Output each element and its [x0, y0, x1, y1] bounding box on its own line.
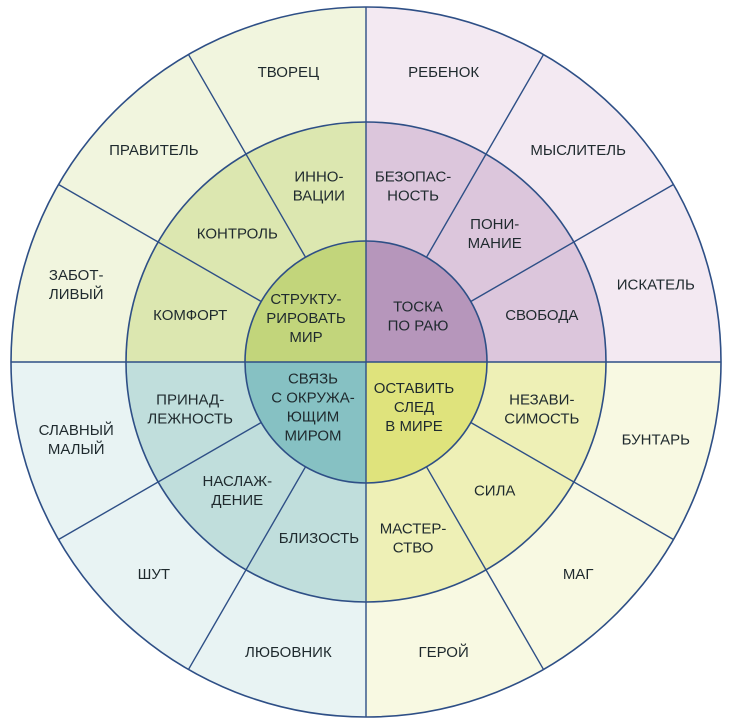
outer-label-top-left-1-line: ПРАВИТЕЛЬ	[109, 142, 199, 159]
middle-band-bottom-left	[126, 362, 366, 602]
core-label-bottom-left-line: МИРОМ	[284, 428, 341, 445]
outer-label-top-left-2: ТВОРЕЦ	[258, 64, 319, 81]
outer-label-bottom-left-0: ЛЮБОВНИК	[245, 644, 332, 661]
divider-bottom-left-2	[58, 421, 262, 541]
divider-bottom-right-2	[425, 466, 545, 670]
outer-label-top-left-1: ПРАВИТЕЛЬ	[109, 142, 199, 159]
middle-label-bottom-left-1: НАСЛАЖ- ДЕНИЕ	[203, 473, 273, 509]
middle-label-bottom-right-2-line: СТВО	[393, 539, 434, 556]
outer-label-bottom-right-1-line: МАГ	[563, 566, 594, 583]
middle-label-bottom-left-2-line: ПРИНАД-	[156, 392, 224, 409]
core-label-bottom-left-line: С ОКРУЖА-	[271, 390, 354, 407]
outer-label-top-right-2: ИСКАТЕЛЬ	[617, 276, 695, 293]
middle-label-bottom-right-1-line: СИЛА	[474, 483, 515, 500]
divider-bottom-left-1	[187, 466, 307, 670]
core-label-top-left: СТРУКТУ- РИРОВАТЬ МИР	[266, 291, 346, 346]
outer-label-bottom-right-2: ГЕРОЙ	[419, 643, 469, 661]
outer-label-top-right-0-line: РЕБЕНОК	[408, 64, 479, 81]
middle-label-bottom-right-0-line: НЕЗАВИ-	[509, 392, 574, 409]
divider-top-right-1	[425, 54, 545, 258]
core-label-top-left-line: СТРУКТУ-	[270, 291, 341, 308]
outer-label-top-left-2-line: ТВОРЕЦ	[258, 64, 319, 81]
core-sector-bottom-left	[245, 362, 366, 483]
middle-label-top-left-2-line: ИННО-	[294, 169, 343, 186]
outer-label-bottom-right-0-line: БУНТАРЬ	[622, 432, 691, 449]
middle-label-top-left-0-line: КОМФОРТ	[153, 307, 227, 324]
outer-ring	[10, 6, 722, 718]
middle-label-top-left-2: ИННО- ВАЦИИ	[293, 169, 345, 205]
middle-label-top-left-0: КОМФОРТ	[153, 307, 227, 324]
outer-label-bottom-left-1: ШУТ	[138, 566, 170, 583]
outer-label-top-right-2-line: ИСКАТЕЛЬ	[617, 276, 695, 293]
core-label-top-right-line: ПО РАЮ	[388, 318, 449, 335]
middle-band-bottom-right	[366, 362, 606, 602]
middle-label-bottom-left-1-line: ДЕНИЕ	[211, 492, 263, 509]
middle-label-top-left-1-line: КОНТРОЛЬ	[197, 225, 278, 242]
middle-label-bottom-right-0: НЕЗАВИ- СИМОСТЬ	[504, 392, 579, 428]
divider-top-left-1	[58, 183, 262, 303]
core-label-bottom-right-line: СЛЕД	[394, 399, 434, 416]
outer-label-bottom-right-0: БУНТАРЬ	[622, 432, 691, 449]
core-label-bottom-right-line: В МИРЕ	[385, 418, 442, 435]
core-label-bottom-right: ОСТАВИТЬ СЛЕД В МИРЕ	[374, 380, 455, 435]
middle-label-top-right-1-line: МАНИЕ	[468, 235, 522, 252]
outer-label-bottom-left-0-line: ЛЮБОВНИК	[245, 644, 332, 661]
middle-label-top-right-0-line: НОСТЬ	[387, 188, 439, 205]
core-label-bottom-left-line: ЮЩИМ	[287, 409, 340, 426]
core-label-top-left-line: РИРОВАТЬ	[266, 310, 346, 327]
middle-label-bottom-right-2-line: МАСТЕР-	[380, 520, 447, 537]
core-label-top-left-line: МИР	[289, 329, 322, 346]
outer-band-bottom-right	[366, 362, 721, 717]
middle-label-bottom-left-2-line: ЛЕЖНОСТЬ	[147, 411, 233, 428]
middle-label-bottom-left-0: БЛИЗОСТЬ	[279, 530, 360, 547]
inner-ring	[244, 240, 488, 484]
outer-label-top-left-0: ЗАБОТ-ЛИВЫЙ	[49, 267, 104, 303]
core-label-bottom-right-line: ОСТАВИТЬ	[374, 380, 455, 397]
middle-label-bottom-right-2: МАСТЕР- СТВО	[380, 520, 447, 556]
middle-label-top-right-0: БЕЗОПАС- НОСТЬ	[375, 169, 451, 205]
outer-label-bottom-left-2-line: СЛАВНЫЙ	[39, 421, 114, 439]
divider-top-right-2	[470, 183, 674, 303]
outer-band-top-right	[366, 7, 721, 362]
core-label-bottom-left: СВЯЗЬ С ОКРУЖА- ЮЩИМ МИРОМ	[271, 371, 354, 445]
core-label-top-right: ТОСКА ПО РАЮ	[388, 299, 449, 335]
middle-label-bottom-left-1-line: НАСЛАЖ-	[203, 473, 273, 490]
middle-label-top-right-1-line: ПОНИ-	[470, 216, 519, 233]
outer-label-top-left-0-line: ЗАБОТ-	[49, 267, 104, 284]
core-sector-bottom-right	[366, 362, 487, 483]
middle-band-top-right	[366, 122, 606, 362]
core-label-bottom-left-line: СВЯЗЬ	[288, 371, 338, 388]
outer-label-bottom-right-2-line: ГЕРОЙ	[419, 643, 469, 661]
outer-label-top-left-0-line: ЛИВЫЙ	[49, 285, 104, 303]
outer-band-bottom-left	[11, 362, 366, 717]
middle-band-top-left	[126, 122, 366, 362]
middle-label-top-left-1: КОНТРОЛЬ	[197, 225, 278, 242]
outer-label-bottom-left-2-line: МАЛЫЙ	[48, 440, 105, 458]
outer-label-top-right-1-line: МЫСЛИТЕЛЬ	[530, 142, 626, 159]
outer-label-bottom-right-1: МАГ	[563, 566, 594, 583]
divider-bottom-right-1	[470, 421, 674, 541]
middle-label-bottom-left-2: ПРИНАД- ЛЕЖНОСТЬ	[147, 392, 233, 428]
divider-top-left-2	[187, 54, 307, 258]
core-sector-top-right	[366, 241, 487, 362]
core-label-top-right-line: ТОСКА	[393, 299, 443, 316]
middle-label-top-left-2-line: ВАЦИИ	[293, 188, 345, 205]
outer-label-top-right-0: РЕБЕНОК	[408, 64, 479, 81]
middle-ring	[125, 121, 607, 603]
outer-band-top-left	[11, 7, 366, 362]
middle-label-top-right-2: СВОБОДА	[505, 307, 578, 324]
core-sector-top-left	[245, 241, 366, 362]
outer-label-bottom-left-1-line: ШУТ	[138, 566, 170, 583]
middle-label-top-right-0-line: БЕЗОПАС-	[375, 169, 451, 186]
middle-label-bottom-right-0-line: СИМОСТЬ	[504, 411, 579, 428]
middle-label-top-right-2-line: СВОБОДА	[505, 307, 578, 324]
middle-label-bottom-right-1: СИЛА	[474, 483, 515, 500]
middle-label-top-right-1: ПОНИ- МАНИЕ	[468, 216, 522, 252]
middle-label-bottom-left-0-line: БЛИЗОСТЬ	[279, 530, 360, 547]
outer-label-top-right-1: МЫСЛИТЕЛЬ	[530, 142, 626, 159]
